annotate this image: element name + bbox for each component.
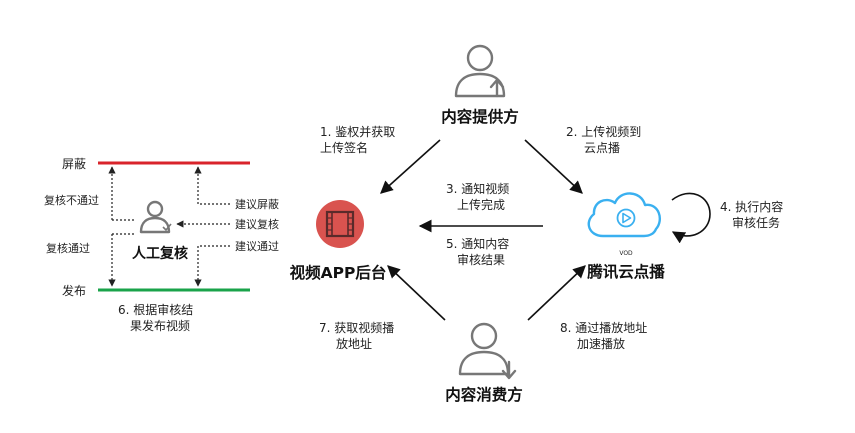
edge-provider-to-vod — [524, 139, 583, 194]
film-icon — [316, 200, 364, 248]
edge-provider-to-backend — [380, 139, 441, 194]
step-1-label: 1. 鉴权并获取 上传签名 — [320, 125, 399, 155]
recheck-fail-label: 复核不通过 — [44, 193, 99, 207]
step-2-label: 2. 上传视频到 云点播 — [566, 124, 645, 155]
provider-label: 内容提供方 — [441, 107, 519, 126]
recheck-pass-label: 复核通过 — [46, 241, 90, 255]
consumer-person-download-icon — [458, 322, 517, 380]
content-provider-node: 内容提供方 — [441, 44, 519, 126]
review-label: 人工复核 — [132, 245, 188, 262]
manual-review-panel: 屏蔽 发布 人工复核 复核不通过 复核通过 建议屏蔽 建议复核 建议通过 — [44, 157, 279, 298]
cloud-play-icon — [587, 192, 661, 238]
backend-node: 视频APP后台 — [290, 200, 387, 282]
step-4-label: 4. 执行内容 审核任务 — [720, 199, 787, 230]
step-8-label: 8. 通过播放地址 加速播放 — [560, 320, 651, 351]
backend-label: 视频APP后台 — [290, 263, 387, 282]
step-6-label: 6. 根据审核结 果发布视频 — [118, 302, 197, 333]
consumer-label: 内容消费方 — [445, 385, 523, 404]
backend-circle — [316, 200, 364, 248]
vod-node: VOD 腾讯云点播 — [587, 192, 711, 281]
edge-backend-to-consumer — [387, 265, 446, 321]
block-label: 屏蔽 — [62, 157, 86, 171]
step-5-label: 5. 通知内容 审核结果 — [446, 236, 513, 267]
vod-badge: VOD — [619, 250, 633, 257]
step-3-label: 3. 通知视频 上传完成 — [446, 181, 513, 212]
suggest-recheck-label: 建议复核 — [235, 217, 279, 231]
edge-consumer-to-vod — [527, 265, 586, 321]
reviewer-person-icon — [139, 200, 172, 234]
provider-person-upload-icon — [454, 44, 506, 98]
suggest-block-label: 建议屏蔽 — [235, 197, 279, 211]
vod-label: 腾讯云点播 — [587, 262, 665, 281]
content-consumer-node: 内容消费方 — [445, 322, 523, 404]
step-7-label: 7. 获取视频播 放地址 — [319, 320, 398, 351]
publish-label: 发布 — [62, 283, 86, 298]
suggest-pass-label: 建议通过 — [235, 239, 279, 253]
self-loop-arrow — [671, 192, 711, 244]
